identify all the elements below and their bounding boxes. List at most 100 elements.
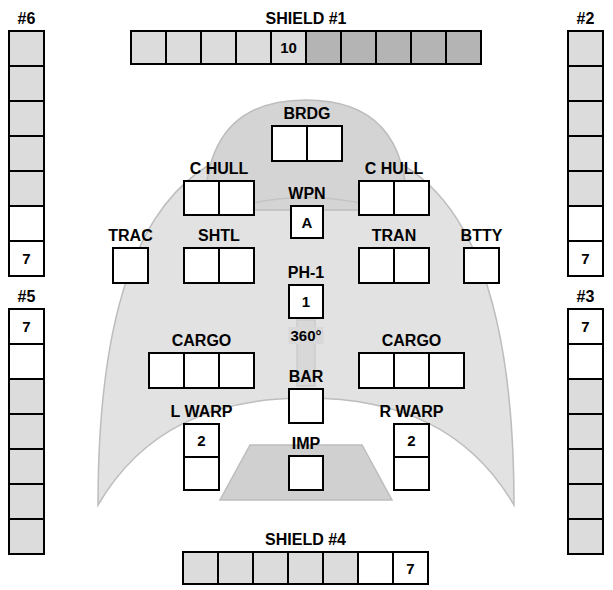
damage-box [567,413,604,450]
damage-box [287,551,324,585]
damage-box [358,352,395,389]
damage-box [393,180,430,216]
damage-box [8,30,45,67]
damage-box [165,30,202,65]
system-label: #3 [577,289,595,306]
damage-box: 2 [393,423,430,458]
system-label: L WARP [171,404,233,421]
damage-box [218,352,255,389]
damage-box [8,483,45,520]
damage-box [183,180,220,216]
damage-box [428,352,465,389]
damage-box [183,247,220,284]
damage-box [358,247,395,284]
system-label: SHIELD #1 [266,11,347,28]
damage-box [182,551,219,585]
damage-box [8,65,45,102]
system-box: 7#5 [8,308,45,555]
damage-box [8,205,45,242]
system-label: WPN [288,186,325,203]
box-value: 7 [10,310,43,343]
damage-box [567,30,604,67]
damage-box: 7 [8,308,45,345]
damage-box [393,247,430,284]
system-label: CARGO [382,333,442,350]
damage-box [200,30,237,65]
damage-box [322,551,359,585]
system-box: BTTY [463,247,500,284]
damage-box [305,30,342,65]
damage-box [567,170,604,207]
damage-box [463,247,500,284]
damage-box [567,100,604,137]
system-box: CARGO [358,352,465,389]
damage-box [217,551,254,585]
damage-box [112,247,149,284]
system-label: SHIELD #4 [265,532,346,549]
system-label: IMP [292,436,320,453]
damage-box [8,518,45,555]
damage-box [252,551,289,585]
damage-box [567,135,604,172]
damage-box [148,352,185,389]
damage-box: 7 [567,308,604,345]
damage-box: 7 [392,551,429,585]
system-label: BRDG [283,106,330,123]
damage-box: 2 [183,423,220,458]
system-label: C HULL [365,161,424,178]
damage-box [235,30,272,65]
damage-box [393,456,430,491]
system-label: CARGO [172,333,232,350]
damage-box [8,448,45,485]
damage-box: 10 [270,30,307,65]
damage-box: 7 [8,240,45,277]
damage-box [445,30,482,65]
damage-box [393,352,430,389]
damage-box [8,135,45,172]
system-box: TRAC [112,247,149,284]
system-label: #5 [18,289,36,306]
damage-box [183,456,220,491]
damage-box [8,378,45,415]
box-value: 2 [185,425,218,456]
engine-neck [220,445,392,500]
damage-box [410,30,447,65]
damage-box [567,205,604,242]
damage-box [288,388,324,424]
damage-box [130,30,167,65]
damage-box [306,125,343,162]
system-label: SHTL [198,228,240,245]
damage-box [567,448,604,485]
system-label: TRAC [108,228,152,245]
system-box: 7#6 [8,30,45,277]
damage-box [567,518,604,555]
damage-box [567,483,604,520]
damage-box [567,378,604,415]
damage-box [218,180,255,216]
damage-box: A [290,205,324,239]
system-box: AWPN [290,205,324,239]
system-label: R WARP [380,404,444,421]
damage-box [183,352,220,389]
box-value: 7 [394,553,427,583]
damage-box [358,180,395,216]
system-label: BAR [289,369,324,386]
system-box: C HULL [358,180,430,216]
hull-shape [98,140,514,505]
damage-box: 7 [567,240,604,277]
box-value: A [292,207,322,237]
damage-box [8,343,45,380]
damage-box [357,551,394,585]
arc-label: 360° [288,327,323,344]
system-box: 2L WARP [183,423,220,491]
system-box: BRDG [271,125,343,162]
damage-box [288,455,324,491]
system-box: C HULL [183,180,255,216]
system-box: IMP [288,455,324,491]
system-box: CARGO [148,352,255,389]
damage-box [375,30,412,65]
box-value: 7 [10,242,43,275]
system-box: 10SHIELD #1 [130,30,482,65]
damage-box [340,30,377,65]
